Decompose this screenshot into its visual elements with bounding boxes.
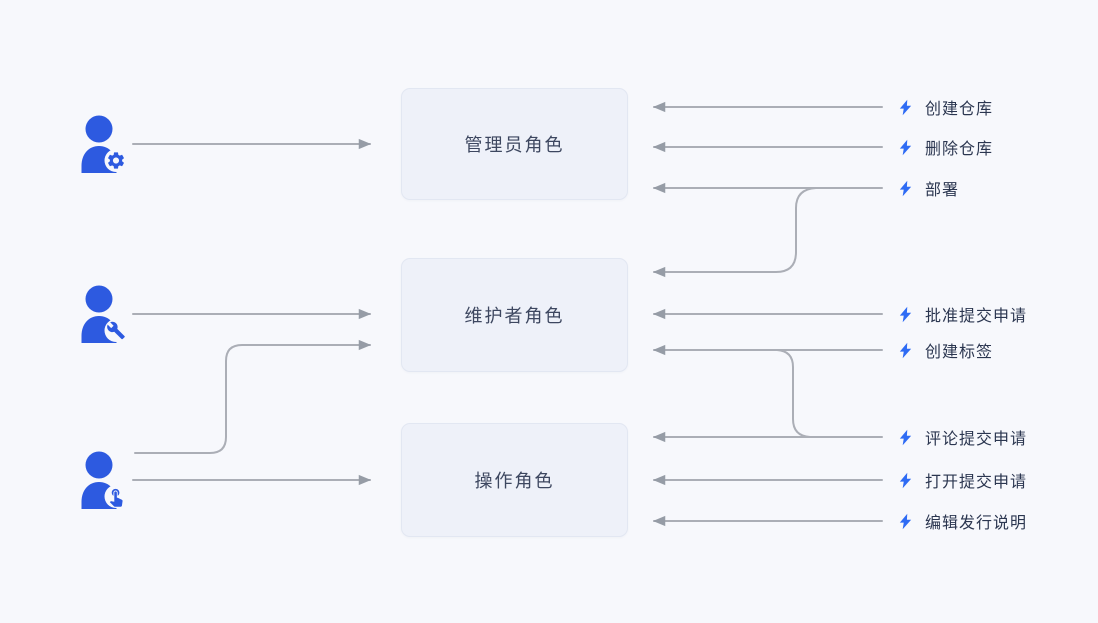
action-label: 打开提交申请 <box>925 474 1028 491</box>
action-open-pr: 打开提交申请 <box>897 467 1027 493</box>
gear-icon <box>104 149 128 172</box>
action-label: 评论提交申请 <box>925 431 1028 448</box>
edge-deploy-to-maintainer-role <box>652 187 817 278</box>
action-label: 批准提交申请 <box>925 308 1028 325</box>
action-label: 删除仓库 <box>925 141 994 158</box>
action-delete-repo: 删除仓库 <box>897 134 993 160</box>
role-box-operator: 操作角色 <box>401 423 628 537</box>
role-label-maintainer: 维护者角色 <box>464 306 565 326</box>
role-label-admin: 管理员角色 <box>464 135 565 155</box>
admin-user-icon <box>76 115 130 173</box>
lightning-icon <box>899 342 912 358</box>
action-label: 创建仓库 <box>925 101 994 118</box>
maintainer-user-icon <box>76 285 130 343</box>
action-edit-release-notes: 编辑发行说明 <box>897 508 1027 534</box>
edge-operator-user-to-maintainer-role <box>134 339 372 454</box>
role-label-operator: 操作角色 <box>474 471 555 491</box>
action-deploy: 部署 <box>897 175 959 201</box>
action-approve-pr: 批准提交申请 <box>897 301 1027 327</box>
lightning-icon <box>899 429 912 445</box>
edge-comment-pr-to-maintainer-role <box>776 349 811 438</box>
action-label: 创建标签 <box>925 344 994 361</box>
action-create-tag: 创建标签 <box>897 337 993 363</box>
action-label: 编辑发行说明 <box>925 515 1028 532</box>
touch-icon <box>104 485 128 508</box>
role-box-admin: 管理员角色 <box>401 88 628 200</box>
lightning-icon <box>899 180 912 196</box>
action-comment-pr: 评论提交申请 <box>897 424 1027 450</box>
lightning-icon <box>899 99 912 115</box>
operator-user-icon <box>76 451 130 509</box>
role-box-maintainer: 维护者角色 <box>401 258 628 372</box>
lightning-icon <box>899 472 912 488</box>
action-label: 部署 <box>925 182 960 199</box>
lightning-icon <box>899 306 912 322</box>
lightning-icon <box>899 139 912 155</box>
wrench-icon <box>104 319 128 342</box>
action-create-repo: 创建仓库 <box>897 94 993 120</box>
lightning-icon <box>899 513 912 529</box>
